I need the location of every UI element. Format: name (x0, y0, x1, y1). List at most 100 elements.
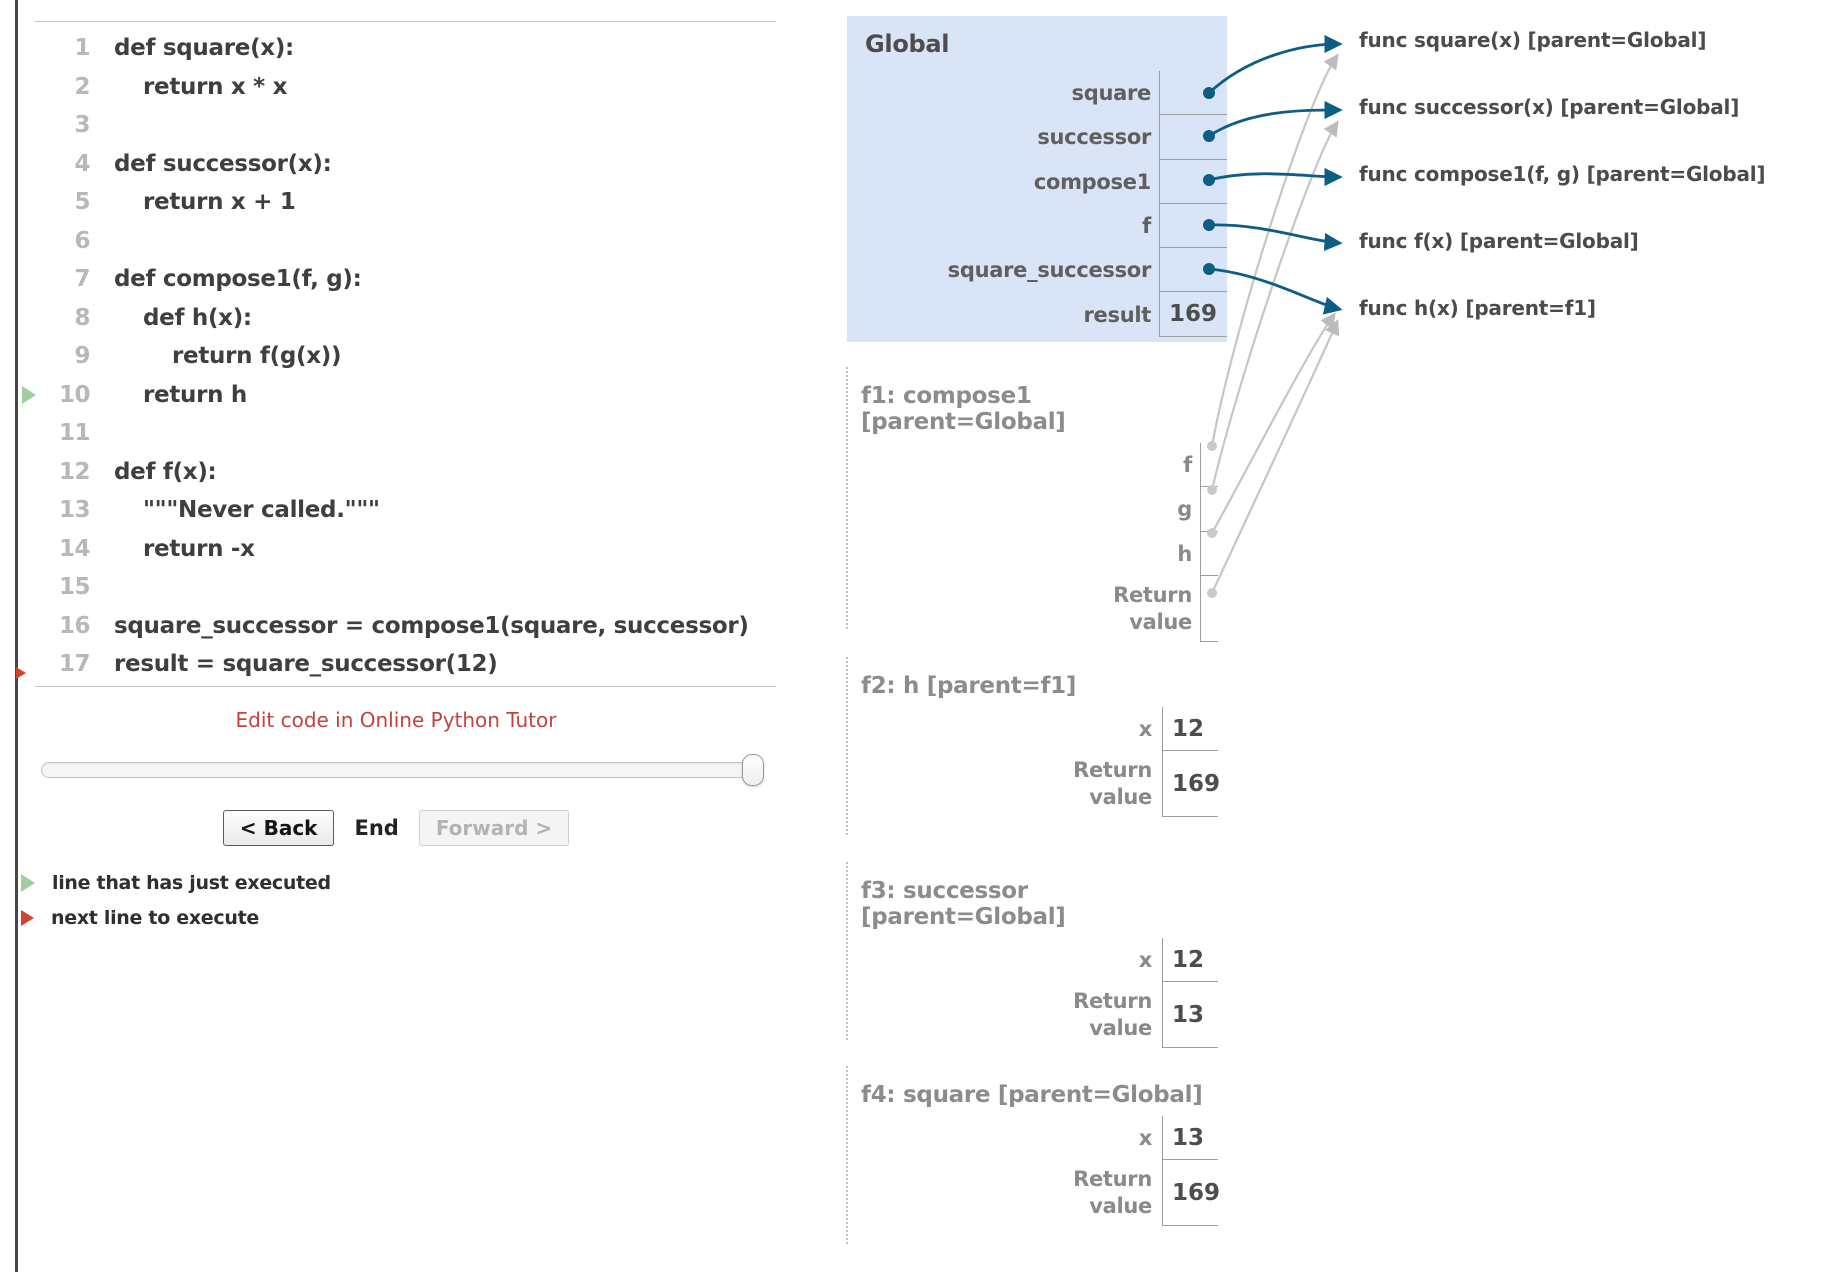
just-executed-arrow-icon (22, 385, 36, 404)
code-text: return -x (143, 535, 255, 562)
line-number: 12 (58, 458, 91, 485)
heap-function-f: func f(x) [parent=Global] (1359, 229, 1639, 253)
pointer-global-compose1 (1208, 167, 1343, 187)
gutter (16, 568, 46, 607)
variable-row: square (865, 71, 1227, 116)
pointer-global-square (1208, 34, 1343, 95)
code-text: def square(x): (114, 35, 294, 62)
code-line: 10 return h (16, 376, 806, 415)
value-cell (1200, 575, 1218, 642)
variable-name: square_successor (947, 258, 1152, 283)
variable-value: 13 (1172, 1124, 1205, 1151)
code-text: result = square_successor(12) (114, 651, 498, 678)
variable-row: h (861, 531, 1218, 576)
value-cell: 13 (1162, 982, 1218, 1049)
global-frame: Global square successor compose1 f (847, 16, 1227, 342)
variable-name: compose1 (1033, 169, 1151, 194)
code-line: 7 def compose1(f, g): (16, 260, 806, 299)
variable-row: x 12 (861, 938, 1218, 983)
code-text: return f(g(x)) (172, 343, 342, 370)
variable-value: 169 (1172, 770, 1221, 797)
variable-row: Return value 169 (861, 751, 1221, 818)
value-cell (1159, 71, 1227, 116)
variable-name: Return value (1113, 582, 1192, 634)
stack-and-heap-pane: Global square successor compose1 f (845, 0, 1838, 1272)
pointer-global-f (1208, 223, 1343, 252)
line-number: 1 (74, 35, 90, 62)
variable-row: f (865, 203, 1227, 249)
frame-title: f3: successor [parent=Global] (861, 878, 1066, 930)
code-text: def compose1(f, g): (114, 266, 362, 293)
gutter (16, 453, 46, 492)
f4-variables: x 13 Return value 169 (861, 1116, 1220, 1227)
step-status-label: End (354, 816, 399, 840)
execution-slider[interactable] (41, 754, 764, 786)
line-number: 7 (74, 266, 90, 293)
stack-frame-f1: f1: compose1 [parent=Global] f g h Retur… (846, 367, 1218, 642)
pointer-f1-h-to-func-h (1211, 312, 1336, 534)
pointer-global-square-successor (1208, 267, 1343, 315)
variable-value: 169 (1169, 301, 1218, 328)
gutter (16, 145, 46, 184)
code-line: 12 def f(x): (16, 453, 806, 492)
variable-name: Return value (1073, 1167, 1152, 1219)
global-variables: square successor compose1 f square_succe… (865, 71, 1227, 337)
edit-code-link[interactable]: Edit code in Online Python Tutor (235, 708, 557, 732)
gutter (16, 183, 46, 222)
code-line: 2 return x * x (16, 68, 806, 107)
line-number: 4 (74, 150, 90, 177)
code-text: def f(x): (114, 458, 217, 485)
value-cell (1200, 531, 1218, 576)
step-controls: < Back End Forward > (16, 810, 776, 846)
legend-next-line: next line to execute (21, 907, 259, 929)
gutter (16, 337, 46, 376)
variable-name: h (1177, 541, 1192, 566)
frame-title: f1: compose1 [parent=Global] (861, 383, 1066, 435)
stack-frame-f2: f2: h [parent=f1] x 12 Return value 169 (846, 657, 1221, 835)
code-top-divider (35, 21, 776, 22)
gutter (16, 645, 46, 684)
code-line: 15 (16, 568, 806, 607)
variable-name: x (1138, 1126, 1153, 1151)
stack-frame-f3: f3: successor [parent=Global] x 12 Retur… (846, 862, 1218, 1049)
variable-name: square (1071, 81, 1152, 106)
next-line-arrow-icon (16, 667, 26, 680)
legend-just-executed: line that has just executed (21, 872, 331, 894)
value-cell: 169 (1162, 1160, 1220, 1227)
line-number: 3 (74, 112, 90, 139)
variable-row: Return value 169 (861, 1160, 1220, 1227)
gutter (16, 299, 46, 338)
gutter (16, 414, 46, 453)
code-line: 5 return x + 1 (16, 183, 806, 222)
value-cell: 169 (1159, 292, 1227, 337)
frame-title: f4: square [parent=Global] (861, 1082, 1203, 1108)
code-line: 14 return -x (16, 530, 806, 569)
frame-title: f2: h [parent=f1] (861, 673, 1077, 699)
value-cell: 169 (1162, 751, 1221, 818)
variable-name: f (1183, 453, 1192, 478)
line-number: 11 (58, 420, 91, 447)
variable-name: Return value (1073, 989, 1152, 1041)
slider-thumb[interactable] (742, 754, 764, 786)
line-number: 2 (74, 73, 90, 100)
code-line: 8 def h(x): (16, 299, 806, 338)
line-number: 8 (74, 304, 90, 331)
variable-row: compose1 (865, 159, 1227, 204)
value-cell (1159, 203, 1227, 249)
variable-value: 12 (1172, 715, 1205, 742)
gutter (16, 29, 46, 68)
gutter (16, 607, 46, 646)
gutter (16, 376, 46, 415)
gutter (16, 68, 46, 107)
value-cell (1200, 487, 1218, 532)
code-line: 3 (16, 106, 806, 145)
code-bottom-divider (35, 686, 776, 687)
variable-name: result (1083, 302, 1152, 327)
variable-row: f (861, 443, 1218, 488)
code-line: 17 result = square_successor(12) (16, 645, 806, 684)
variable-value: 13 (1172, 1001, 1205, 1028)
forward-button[interactable]: Forward > (418, 810, 570, 846)
back-button[interactable]: < Back (222, 810, 335, 846)
variable-row: x 13 (861, 1116, 1218, 1161)
